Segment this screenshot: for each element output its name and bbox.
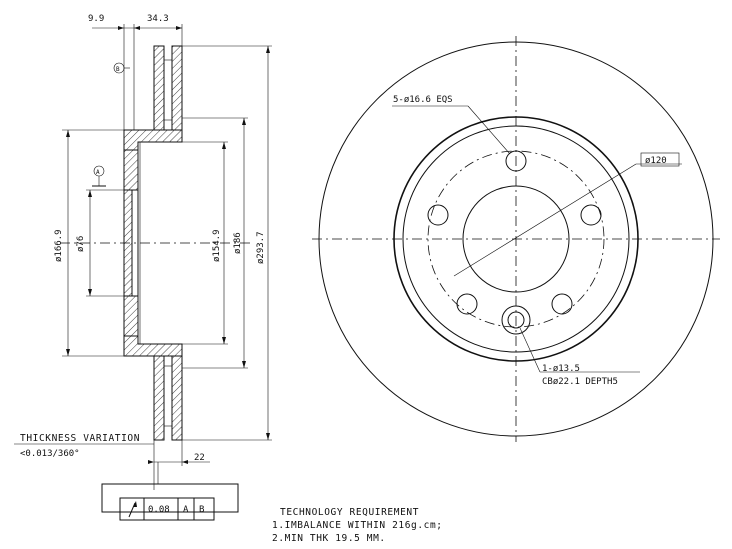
dim-d1549: ø154.9: [212, 229, 222, 262]
tech-requirement: TECHNOLOGY REQUIREMENT 1.IMBALANCE WITHI…: [272, 507, 443, 544]
thickness-variation-title: THICKNESS VARIATION: [20, 433, 140, 444]
datum-a-label: A: [96, 169, 100, 176]
label-hole-a: 1-ø13.5: [542, 364, 580, 374]
dim-top-right: 34.3: [147, 14, 169, 24]
tech-title: TECHNOLOGY REQUIREMENT: [280, 507, 419, 518]
label-pcd: ø120: [645, 156, 667, 166]
tech-line-1: 1.IMBALANCE WITHIN 216g.cm;: [272, 520, 443, 531]
front-view: 5-ø16.6 EQS ø120 1-ø13.5 CBø22.1 DEPTH5: [312, 36, 720, 442]
dim-d2937: ø293.7: [256, 231, 266, 264]
thickness-variation-value: <0.013/360°: [20, 449, 80, 459]
label-bolt-holes: 5-ø16.6 EQS: [393, 95, 453, 105]
section-view: 9.9 34.3 B A ø166.9 ø76 ø154.9: [14, 14, 272, 521]
tech-line-2: 2.MIN THK 19.5 MM.: [272, 533, 386, 544]
label-hole-b: CBø22.1 DEPTH5: [542, 377, 618, 387]
dim-d1669: ø166.9: [54, 229, 64, 262]
dim-d186: ø186: [233, 232, 243, 254]
dim-bottom-22: 22: [194, 453, 205, 463]
tolerance-datum-b: B: [199, 505, 204, 515]
tolerance-value: 0.08: [148, 505, 170, 515]
tolerance-datum-a: A: [183, 505, 189, 515]
dim-d76: ø76: [76, 236, 86, 252]
datum-b-label: B: [116, 66, 120, 73]
dim-top-left: 9.9: [88, 14, 104, 24]
